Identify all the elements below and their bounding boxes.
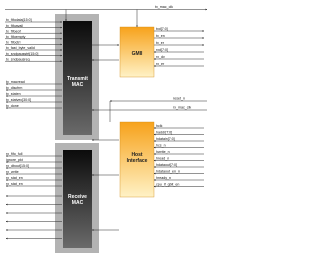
signal-label-tx-done: tx_done bbox=[6, 104, 19, 108]
gmii-block bbox=[119, 26, 155, 78]
host-interface-block bbox=[119, 121, 155, 198]
signal-label-rx-mac-clk: rx_mac_clk bbox=[173, 106, 191, 110]
signal-label-cpu-if-gbit-en: cpu_if_gbit_en bbox=[156, 183, 179, 187]
host-interface-label-line2: Interface bbox=[127, 158, 148, 164]
signal-label-tx-en: tx_en bbox=[156, 34, 165, 38]
signal-label-haddr-7-0: haddr[7:0] bbox=[156, 131, 172, 135]
signal-label-hclk: hclk bbox=[156, 124, 163, 128]
host-interface-label-line1: Host bbox=[131, 152, 142, 158]
signal-label-tx-staten: tx_staten bbox=[6, 92, 21, 96]
signal-label-rx-fifo-full: rx_fifo_full bbox=[6, 152, 23, 156]
signal-label-tx-sndpausstrt-15-0: tx_sndpausstrt[15:0] bbox=[6, 52, 38, 56]
signal-label-tx-fifoctrl: tx_fifoctrl bbox=[6, 41, 21, 45]
signal-label-tx-mac-clk: tx_mac_clk bbox=[155, 5, 173, 9]
receive-mac-label-line2: MAC bbox=[72, 200, 84, 206]
signal-label-hdatain-7-0: hdatain[7:0] bbox=[156, 137, 175, 141]
signal-label-rx-stat-en: rx_stat_en bbox=[6, 182, 23, 186]
signal-label-tx-er: tx_er bbox=[156, 41, 165, 45]
signal-label-rx-write: rx_write bbox=[6, 170, 19, 174]
signal-label-rxd-7-0: rxd[7:0] bbox=[156, 48, 168, 52]
mac-block-diagram: Transmit MAC Receive MAC GMII Host Inter… bbox=[5, 5, 208, 253]
signal-label-tx-fifoempty: tx_fifoempty bbox=[6, 35, 26, 39]
signal-label-tx-discfrm: tx_discfrm bbox=[6, 86, 22, 90]
gmii-label: GMII bbox=[132, 51, 143, 57]
transmit-mac-block bbox=[63, 21, 92, 135]
signal-label-rx-stat-en: rx_stat_en bbox=[6, 176, 23, 180]
signal-label-hwrite-n: hwrite_n bbox=[156, 150, 170, 154]
transmit-mac-label-line1: Transmit bbox=[67, 76, 88, 82]
signal-label-tx-fifoavail: tx_fifoavail bbox=[6, 24, 23, 28]
signal-label-tx-sndpausreq: tx_sndpausreq bbox=[6, 57, 30, 61]
signal-label-rx-dbout-15-0: rx_dbout[15:0] bbox=[6, 164, 29, 168]
signal-label-tx-fifoeof: tx_fifoeof bbox=[6, 29, 21, 33]
signal-label-ignore-pkt: ignore_pkt bbox=[6, 158, 23, 162]
signal-label-hdataout-7-0: hdataout[7:0] bbox=[156, 163, 177, 167]
signal-label-rx-er: rx_er bbox=[156, 62, 165, 66]
signal-label-hread-n: hread_n bbox=[156, 157, 169, 161]
signal-label-tx-fast-byte-valid: tx_fast_byte_valid bbox=[6, 46, 35, 50]
signal-label-tx-fifodata-15-0: tx_fifodata[15:0] bbox=[6, 18, 32, 22]
receive-mac-block bbox=[63, 150, 92, 248]
signal-label-rx-dv: rx_dv bbox=[156, 55, 165, 59]
signal-label-tx-statvec-30-0: tx_statvec[30:0] bbox=[6, 98, 31, 102]
signal-wires bbox=[5, 8, 208, 240]
signal-label-reset-n: reset_n bbox=[173, 97, 185, 101]
signal-label-hready-n: hready_n bbox=[156, 176, 171, 180]
signal-label-hdataout-en-n: hdataout_en_n bbox=[156, 170, 180, 174]
receive-mac-label-line1: Receive bbox=[68, 194, 87, 200]
signal-label-tx-macread: tx_macread bbox=[6, 80, 25, 84]
signal-label-hcs-n: hcs_n bbox=[156, 144, 166, 148]
signal-labels: tx_mac_clktx_fifodata[15:0]tx_fifoavailt… bbox=[6, 5, 191, 187]
signal-label-txd-7-0: txd[7:0] bbox=[156, 27, 168, 31]
transmit-mac-label-line2: MAC bbox=[72, 82, 84, 88]
